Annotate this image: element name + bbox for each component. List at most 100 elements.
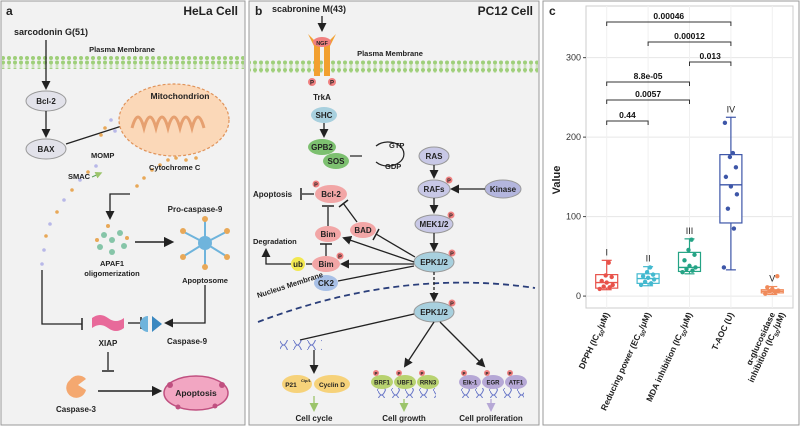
atf1-node [505,375,527,389]
cellgrowth-label: Cell growth [382,414,426,423]
apaf1-label-1: APAF1 [100,259,124,268]
bracket-0 [606,21,732,26]
kinase-label: Kinase [490,185,517,194]
point-0-0 [597,286,602,292]
ytick-label-0: 0 [576,291,581,301]
gdp-label: GDP [385,162,401,171]
atf1-label: ATF1 [509,381,524,387]
point-0-5 [599,278,604,284]
bracket-1 [647,41,732,46]
mito-cristae [130,115,206,134]
p21-node [282,375,312,393]
rafs-p-label: P [447,179,451,185]
panel-a-background [0,0,246,426]
point-0-4 [604,280,609,285]
arrow-apoptosome-casp9 [164,285,206,328]
epk-p [448,249,456,257]
point-2-1 [690,268,695,273]
arrow-epk-prolif [439,321,486,368]
box-3 [719,154,743,224]
ck2-label: CK2 [318,279,335,288]
point-2-2 [684,266,689,272]
bax-node [25,138,67,160]
cyclin-label: Cyclin D [319,382,345,389]
epk2-p-label: P [450,302,454,308]
casp9-label: Caspase-9 [167,337,208,346]
point-2-6 [692,252,697,257]
point-1-2 [642,279,648,284]
brf1-p-label: P [374,371,377,376]
ck2-node [314,275,338,291]
trka-p-left [308,78,316,86]
apoptosis-label-b: Apoptosis [253,190,293,199]
bim-label-2: Bim [318,260,333,269]
panel-b: b PC12 Cell scabronine M(43) Plasma Memb… [248,0,540,426]
panel-b-letter: b [255,4,262,18]
sos-label: SOS [328,157,346,166]
branch-cycle [299,313,415,341]
epk-label: EPK1/2 [420,258,448,267]
point-4-6 [775,274,780,279]
cytc-label: Cytochrome C [149,163,201,172]
casp3-label: Caspase-3 [56,405,97,414]
pvalue-4: 0.0057 [635,89,661,99]
point-2-4 [687,263,692,269]
elk1-node [459,375,481,389]
smac-dots [40,118,198,266]
egr-p-label: P [485,371,488,376]
epk2-label: EPK1/2 [420,308,448,317]
cyclin-node [314,375,350,393]
bracket-2 [689,61,732,66]
bim-node-2 [312,256,340,272]
xiap-label: XIAP [99,339,118,348]
bim-p [336,252,344,260]
bcl2-node-b [315,185,347,203]
group-label-2: III [686,226,694,236]
trka-p-right [328,78,336,86]
inhibit-bar-epk-bad [372,228,380,241]
mek-p-label: P [449,214,453,220]
ub-label: ub [293,260,303,269]
pvalue-0: 0.00046 [653,11,684,21]
casp9-shape-1 [140,316,148,332]
egr-node [482,375,504,389]
point-4-5 [765,285,770,290]
egr-label: EGR [486,381,500,387]
gtp-label: GTP [389,141,404,150]
inhibit-line-xiap [41,270,82,325]
mek-label: MEK1/2 [420,220,449,229]
panel-b-title: PC12 Cell [478,4,533,18]
p21-label: P21 [285,382,297,389]
point-1-8 [647,265,653,270]
pvalue-3: 8.8e-05 [634,71,663,81]
shc-node [311,107,337,123]
epk2-p [448,299,456,307]
bax-label: BAX [38,145,56,154]
xiap-shape [92,315,124,331]
panel-c-letter: c [549,4,556,18]
bcl2-label-a: Bcl-2 [36,97,56,106]
trka-p-right-label: P [330,81,334,87]
apoptosis-cell [163,375,229,411]
point-1-7 [644,270,650,275]
ubf1-label: UBF1 [397,381,413,387]
arrow-epk-bim [342,236,415,263]
point-0-3 [610,282,615,288]
point-3-0 [721,265,727,270]
point-3-1 [731,226,737,231]
degradation-label: Degradation [253,237,297,246]
mito-label: Mitochondrion [150,91,209,101]
point-4-3 [776,288,781,293]
atf1-p-label: P [508,371,511,376]
panel-a-title: HeLa Cell [183,4,238,18]
apoptosome [180,216,230,270]
brf1-label: BRF1 [374,381,390,387]
point-3-2 [725,206,731,211]
point-3-4 [728,184,734,189]
point-0-2 [601,284,606,289]
pvalue-5: 0.44 [619,110,636,120]
point-2-0 [680,270,685,275]
ytick-label-200: 200 [566,132,581,142]
bracket-4 [606,99,690,104]
